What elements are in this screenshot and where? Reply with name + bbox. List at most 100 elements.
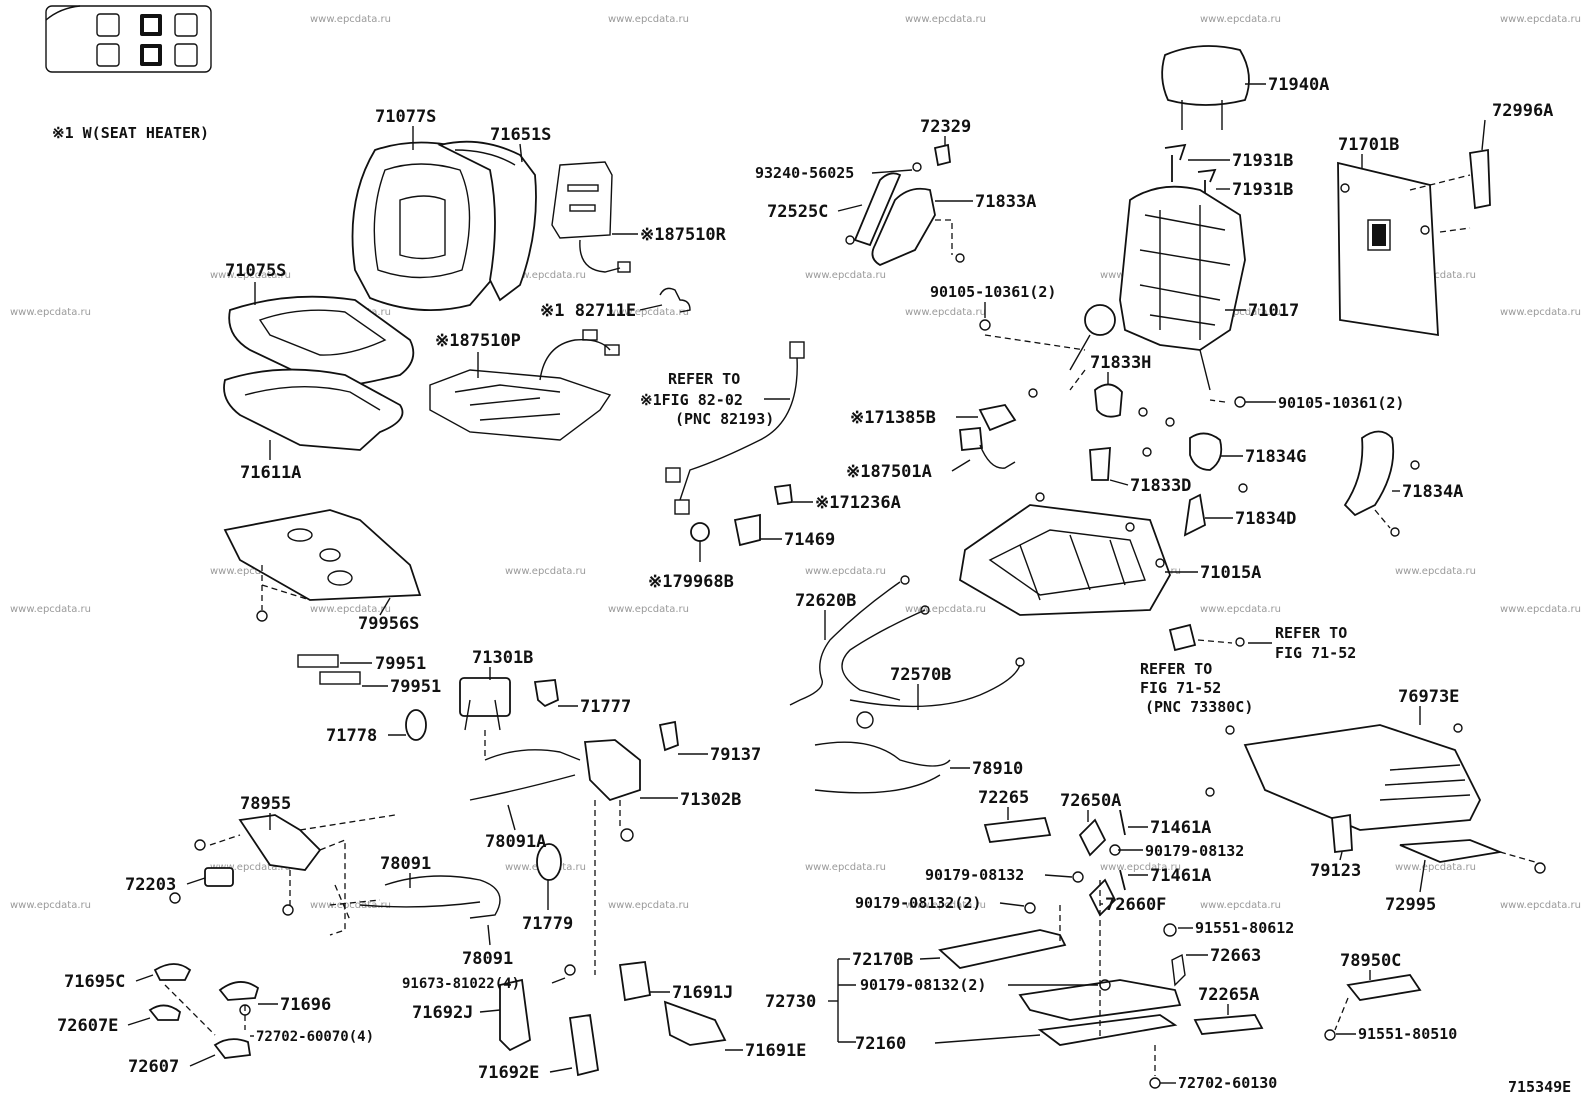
- label-72607E: 72607E: [57, 1016, 118, 1036]
- label-71017: 71017: [1248, 301, 1299, 321]
- watermark: www.epcdata.ru: [310, 14, 391, 25]
- refer-fig-71-52-b-line3: (PNC 73380C): [1145, 698, 1253, 716]
- seatback-pad-drawing: [437, 140, 537, 302]
- watermark: www.epcdata.ru: [10, 900, 91, 911]
- refer-fig-71-52-a-line2: FIG 71-52: [1275, 644, 1356, 662]
- heater-element-cushion-drawing: [429, 329, 620, 441]
- clip-drawing: [659, 287, 691, 313]
- label-78091-a: 78091: [380, 854, 431, 874]
- label-71834A: 71834A: [1402, 482, 1463, 502]
- watermark: www.epcdata.ru: [505, 270, 586, 281]
- refer-fig-71-52-a-line1: REFER TO: [1275, 624, 1347, 642]
- seat-cushion-cover-drawing: [228, 295, 415, 389]
- lower-right-parts-drawing: [1168, 623, 1546, 1041]
- seat-track-parts-drawing: [297, 654, 679, 976]
- watermark: www.epcdata.ru: [1500, 900, 1581, 911]
- label-90105-10361-b: 90105-10361(2): [1278, 394, 1404, 412]
- label-71931B-a: 71931B: [1232, 151, 1293, 171]
- covers-bottom-left-drawing: [148, 961, 727, 1077]
- label-79956S: 79956S: [358, 614, 419, 634]
- label-78910: 78910: [972, 759, 1023, 779]
- watermark: www.epcdata.ru: [1200, 604, 1281, 615]
- watermark: www.epcdata.ru: [1395, 862, 1476, 873]
- recliner-cover-drawing: [845, 143, 965, 267]
- side-shield-drawing: [1343, 430, 1420, 537]
- watermark-layer: www.epcdata.ru www.epcdata.ru www.epcdat…: [10, 14, 1581, 911]
- watermark: www.epcdata.ru: [805, 566, 886, 577]
- label-71302B: 71302B: [680, 790, 741, 810]
- label-72160: 72160: [855, 1034, 906, 1054]
- watermark: www.epcdata.ru: [805, 862, 886, 873]
- label-72650A: 72650A: [1060, 791, 1121, 811]
- label-90105-10361-a: 90105-10361(2): [930, 283, 1056, 301]
- drawing-number: 715349E: [1508, 1078, 1571, 1096]
- label-71077S: 71077S: [375, 107, 436, 127]
- label-71461A-a: 71461A: [1150, 818, 1211, 838]
- label-78955: 78955: [240, 794, 291, 814]
- watermark: www.epcdata.ru: [1500, 604, 1581, 615]
- label-71777: 71777: [580, 697, 631, 717]
- label-72702-60130: 72702-60130: [1178, 1074, 1277, 1092]
- label-71779: 71779: [522, 914, 573, 934]
- label-90179-08132-b: 90179-08132: [925, 866, 1024, 884]
- label-171385B: ※171385B: [850, 408, 936, 428]
- label-171236A: ※171236A: [815, 493, 901, 513]
- label-71696: 71696: [280, 995, 331, 1015]
- rail-end-cover-drawing: [1149, 1014, 1264, 1089]
- seat-cushion-frame-drawing: [959, 492, 1171, 616]
- label-71778: 71778: [326, 726, 377, 746]
- label-187510P: ※187510P: [435, 331, 521, 351]
- watermark: www.epcdata.ru: [1500, 307, 1581, 318]
- label-72702-60070: 72702-60070(4): [256, 1029, 374, 1045]
- watermark: www.epcdata.ru: [10, 604, 91, 615]
- label-72730: 72730: [765, 992, 816, 1012]
- label-71075S: 71075S: [225, 261, 286, 281]
- label-93240-56025: 93240-56025: [755, 164, 854, 182]
- label-78950C: 78950C: [1340, 951, 1401, 971]
- label-79123: 79123: [1310, 861, 1361, 881]
- seat-heater-note: ※1 W(SEAT HEATER): [52, 124, 209, 142]
- watermark: www.epcdata.ru: [1200, 14, 1281, 25]
- label-72660F: 72660F: [1105, 895, 1166, 915]
- label-187501A: ※187501A: [846, 462, 932, 482]
- hinge-covers-drawing: [1089, 383, 1248, 537]
- watermark: www.epcdata.ru: [210, 862, 291, 873]
- label-90179-08132-2: 90179-08132(2): [855, 894, 981, 912]
- label-91551-80510: 91551-80510: [1358, 1025, 1457, 1043]
- label-71611A: 71611A: [240, 463, 301, 483]
- label-72265: 72265: [978, 788, 1029, 808]
- label-71833A: 71833A: [975, 192, 1036, 212]
- refer-fig-71-52-b-line1: REFER TO: [1140, 660, 1212, 678]
- heater-element-back-drawing: [551, 161, 631, 273]
- label-72620B: 72620B: [795, 591, 856, 611]
- label-71695C: 71695C: [64, 972, 125, 992]
- seat-cushion-pad-drawing: [223, 368, 404, 451]
- label-71834D: 71834D: [1235, 509, 1296, 529]
- headrest-drawing: [1161, 45, 1250, 198]
- watermark: www.epcdata.ru: [210, 566, 291, 577]
- watermark: www.epcdata.ru: [905, 14, 986, 25]
- watermark: www.epcdata.ru: [608, 604, 689, 615]
- label-79951-b: 79951: [390, 677, 441, 697]
- refer-fig-71-52-b-line2: FIG 71-52: [1140, 679, 1221, 697]
- cushion-frame-cover-drawing: [223, 509, 422, 622]
- label-79951-a: 79951: [375, 654, 426, 674]
- harness-drawing: [665, 341, 805, 515]
- release-lever-drawing: [169, 814, 396, 936]
- watermark: www.epcdata.ru: [905, 307, 986, 318]
- label-90179-08132-2b: 90179-08132(2): [860, 976, 986, 994]
- label-82711E: ※1 82711E: [540, 301, 636, 321]
- refer-fig-82-line2: ※1FIG 82-02: [640, 391, 743, 409]
- watermark: www.epcdata.ru: [608, 900, 689, 911]
- watermark: www.epcdata.ru: [1395, 566, 1476, 577]
- label-72570B: 72570B: [890, 665, 951, 685]
- label-79137: 79137: [710, 745, 761, 765]
- seat-position-key-icon: [45, 5, 212, 73]
- cable-drawing: [329, 843, 562, 919]
- label-71461A-b: 71461A: [1150, 866, 1211, 886]
- label-72203: 72203: [125, 875, 176, 895]
- label-71691J: 71691J: [672, 983, 733, 1003]
- label-72663: 72663: [1210, 946, 1261, 966]
- label-71833H: 71833H: [1090, 353, 1151, 373]
